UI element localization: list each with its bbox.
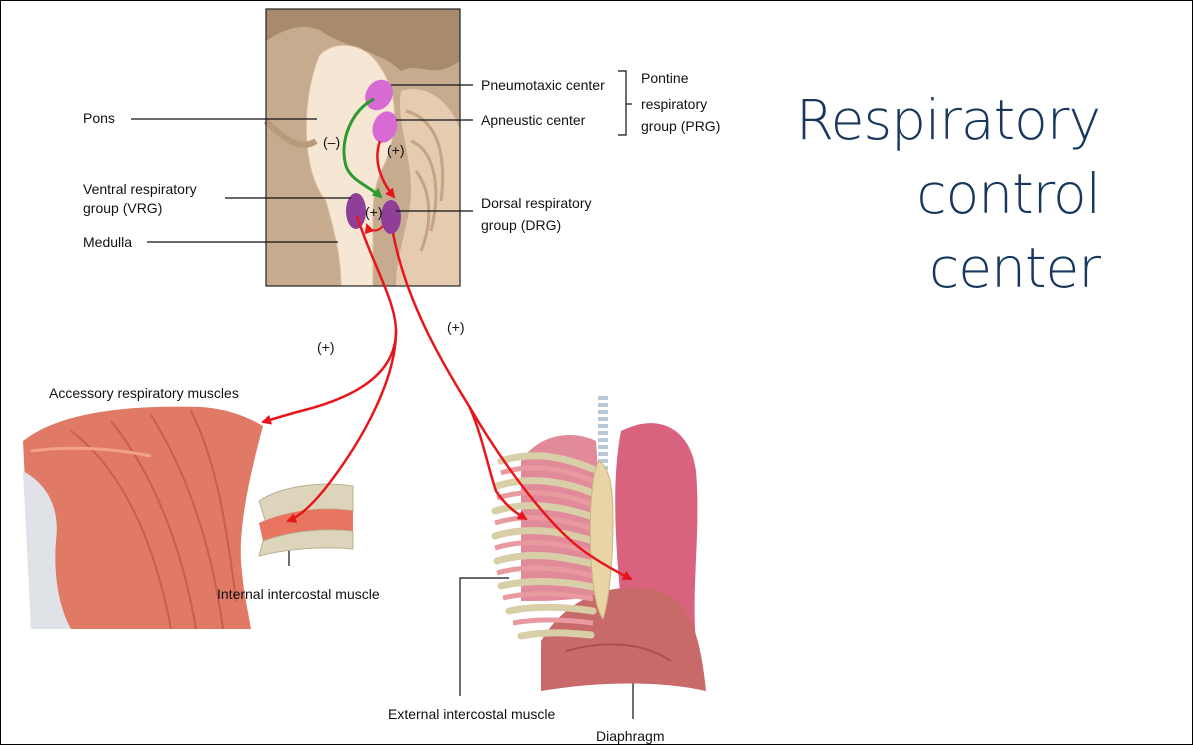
pneumotaxic-label: Pneumotaxic center [481, 77, 605, 93]
vrg-label-line1: Ventral respiratory [83, 181, 197, 197]
vrg-label-line2: group (VRG) [83, 200, 162, 216]
drg-shape [381, 200, 401, 234]
minus-sign: (–) [323, 134, 340, 150]
title-line-1: Respiratory [680, 83, 1100, 157]
medulla-label: Medulla [83, 234, 132, 250]
plus-sign-left: (+) [317, 339, 335, 355]
accessory-muscles-label: Accessory respiratory muscles [49, 385, 239, 401]
thorax-illustration [495, 396, 706, 691]
plus-sign-apneustic: (+) [387, 142, 405, 158]
internal-intercostal-label: Internal intercostal muscle [217, 586, 380, 602]
external-intercostal-label: External intercostal muscle [388, 706, 556, 722]
brainstem-panel [266, 9, 460, 286]
drg-label-line2: group (DRG) [481, 217, 561, 233]
slide-title: Respiratory control center [680, 83, 1100, 305]
internal-intercostal-illustration [259, 484, 353, 556]
plus-sign-right: (+) [447, 319, 465, 335]
title-line-3: center [680, 231, 1100, 305]
title-line-2: control [680, 157, 1100, 231]
drg-label-line1: Dorsal respiratory [481, 195, 591, 211]
pons-label: Pons [83, 110, 115, 126]
plus-sign-center: (+) [365, 204, 383, 220]
apneustic-label: Apneustic center [481, 112, 586, 128]
diaphragm-label: Diaphragm [596, 728, 664, 744]
